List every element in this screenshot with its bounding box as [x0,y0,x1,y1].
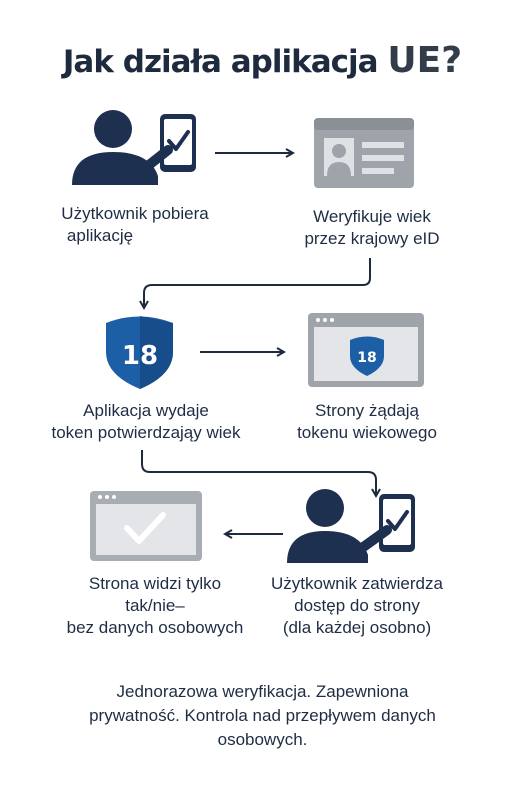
step-1-label: Użytkownik pobiera aplikację [61,204,209,245]
connector-3-5 [141,450,376,496]
step-5-label: Użytkownik zatwierdza dostęp do strony (… [271,574,443,637]
browser-check-icon [90,491,202,561]
step-3-label: Aplikacja wydaje token potwierdzająy wie… [51,401,241,442]
footer-text: Jednorazowa weryfikacja. Zapewniona pryw… [89,682,436,749]
step-2-label: Weryfikuje wiek przez krajowy eID [304,207,440,248]
badge-number: 18 [122,341,158,371]
badge-number-small: 18 [357,350,376,366]
user-phone-icon-1 [72,110,196,185]
shield-18-icon: 18 [106,316,173,389]
user-phone-icon-2 [287,489,415,563]
page-title: Jak działa aplikacja UE? [0,40,525,81]
connector-2-3 [144,258,371,308]
title-accent: UE? [387,40,463,81]
id-card-icon [314,118,414,188]
title-text: Jak działa aplikacja [62,44,379,80]
step-4-label: Strony żądają tokenu wiekowego [297,401,437,442]
step-6-label: Strona widzi tylko tak/nie– bez danych o… [66,574,244,637]
browser-shield-icon: 18 [308,313,424,387]
